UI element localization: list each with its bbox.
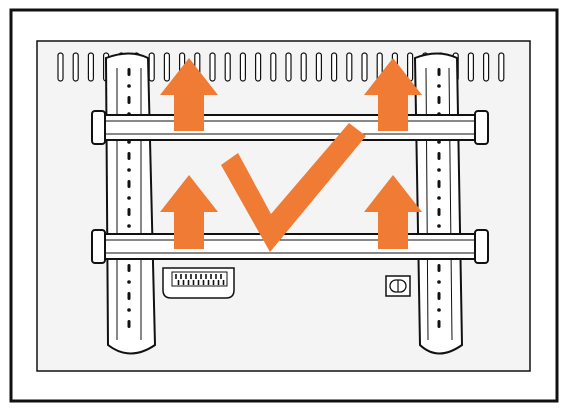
- vent-slot: [87, 52, 95, 82]
- mount-slot: [437, 208, 441, 216]
- mount-slot: [127, 264, 131, 272]
- vent-slot: [255, 52, 262, 82]
- mount-slot: [437, 152, 441, 160]
- mount-slot: [127, 208, 131, 216]
- mount-slot: [127, 292, 131, 300]
- vent-slot: [346, 52, 353, 82]
- mount-slot: [437, 292, 441, 300]
- mount-hole: [437, 308, 441, 312]
- mount-hole: [437, 140, 441, 144]
- vent-slot: [57, 52, 64, 82]
- vent-slot: [72, 52, 79, 82]
- vent-slot: [209, 52, 216, 82]
- mount-hole: [437, 168, 441, 172]
- mount-slot: [127, 68, 131, 76]
- mount-hole: [127, 84, 131, 88]
- mount-slot: [127, 96, 131, 104]
- mount-hole: [127, 224, 131, 228]
- right-vertical-bracket: [413, 52, 464, 355]
- arrow-up-icon: [364, 175, 422, 249]
- mount-hole: [127, 168, 131, 172]
- mount-slot: [437, 68, 441, 76]
- vent-slot: [163, 52, 170, 82]
- mount-slot: [127, 320, 131, 328]
- left-vertical-bracket: [104, 52, 157, 355]
- vent-slot: [483, 52, 490, 82]
- arrow-up-icon: [160, 58, 218, 131]
- vent-slot: [270, 52, 277, 82]
- mount-slot: [127, 152, 131, 160]
- vent-slot: [407, 52, 414, 82]
- vent-slot: [331, 52, 338, 82]
- mount-slot: [437, 264, 441, 272]
- arrow-up-icon: [364, 58, 422, 131]
- mount-hole: [437, 280, 441, 284]
- vent-slot: [285, 52, 292, 82]
- mount-hole: [127, 308, 131, 312]
- vent-slot: [224, 52, 231, 82]
- mount-hole: [437, 84, 441, 88]
- mount-slot: [127, 180, 131, 188]
- power-socket-icon: [385, 275, 411, 297]
- vent-slot: [239, 52, 246, 82]
- vent-slot: [361, 52, 368, 82]
- mount-hole: [127, 280, 131, 284]
- top-horizontal-rail: [91, 110, 489, 145]
- mount-hole: [437, 224, 441, 228]
- mount-hole: [127, 196, 131, 200]
- arrow-up-icon: [160, 175, 218, 249]
- mount-hole: [127, 140, 131, 144]
- vent-slot: [148, 52, 155, 82]
- mount-slot: [437, 180, 441, 188]
- vent-slot: [498, 52, 505, 82]
- bottom-horizontal-rail: [91, 229, 489, 264]
- checkmark-icon: [221, 123, 366, 252]
- scart-connector-icon: [162, 267, 235, 299]
- vent-slot: [467, 52, 474, 82]
- mount-hole: [437, 196, 441, 200]
- vent-slot: [300, 52, 307, 82]
- mount-slot: [437, 320, 441, 328]
- vent-slot: [315, 52, 322, 82]
- mount-slot: [437, 96, 441, 104]
